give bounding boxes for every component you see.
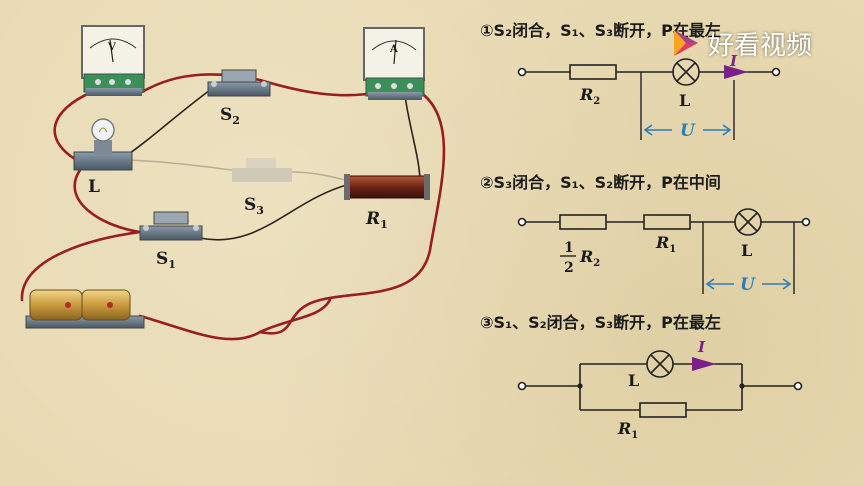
svg-text:1: 1 xyxy=(564,240,574,256)
switch-s2 xyxy=(207,69,271,97)
resistor-half-r2 xyxy=(559,214,607,230)
switch-s1 xyxy=(139,211,203,241)
battery xyxy=(25,289,145,329)
case-1-caption: ①S₂闭合，S₁、S₃断开，P在最左 xyxy=(480,21,721,40)
label-l: L xyxy=(88,177,100,197)
case-2-caption: ②S₃闭合，S₁、S₂断开，P在中间 xyxy=(480,173,721,192)
svg-text:L: L xyxy=(679,91,690,110)
case-1: ①S₂闭合，S₁、S₃断开，P在最左 I R2 L U xyxy=(480,21,781,141)
wire-voltmeter-to-ammeter xyxy=(140,73,382,97)
case-3: ③S₁、S₂闭合，S₃断开，P在最左 I L R1 xyxy=(480,313,803,441)
current-arrow xyxy=(724,65,748,79)
watermark: 好看视频 xyxy=(668,26,813,61)
wire-s1-to-rheostat xyxy=(199,183,351,241)
svg-text:A: A xyxy=(389,44,398,55)
voltage-marker xyxy=(705,278,792,290)
lamp-symbol xyxy=(672,58,700,86)
label-s1: S1 xyxy=(156,249,176,271)
ammeter: A xyxy=(363,27,425,100)
label-s2: S2 xyxy=(220,105,240,127)
svg-text:R1: R1 xyxy=(655,233,676,255)
case-3-caption: ③S₁、S₂闭合，S₃断开，P在最左 xyxy=(480,313,721,332)
svg-text:U: U xyxy=(740,275,756,295)
svg-text:2: 2 xyxy=(564,260,574,276)
resistor-r1 xyxy=(639,402,687,418)
voltage-marker xyxy=(643,124,732,136)
lamp-l xyxy=(73,118,133,171)
label-r1: R1 xyxy=(365,209,388,231)
svg-text:V: V xyxy=(107,42,116,53)
svg-text:I: I xyxy=(697,338,706,356)
resistor-r2 xyxy=(569,64,617,80)
svg-text:L: L xyxy=(741,241,752,260)
case-2: ②S₃闭合，S₁、S₂断开，P在中间 1 2 R2 R1 L U xyxy=(480,173,811,295)
svg-text:R1: R1 xyxy=(617,419,638,441)
faded-wires xyxy=(129,159,346,181)
svg-text:L: L xyxy=(628,371,639,390)
current-arrow xyxy=(692,357,716,371)
wire-ammeter-loop xyxy=(258,90,446,335)
wire-lamp-to-battery xyxy=(20,168,141,302)
svg-text:R2: R2 xyxy=(579,85,600,107)
wire-battery-to-rheostat xyxy=(138,298,332,341)
switch-s3 xyxy=(232,158,292,182)
wire-voltmeter-to-lamp xyxy=(53,90,94,164)
svg-text:I: I xyxy=(729,52,738,70)
resistor-r1 xyxy=(643,214,691,230)
voltmeter: V xyxy=(81,25,145,96)
lamp-symbol xyxy=(646,350,674,378)
wire-ammeter-to-rheostat xyxy=(404,95,421,183)
label-s3: S3 xyxy=(244,195,264,217)
wire-lamp-to-s2 xyxy=(119,89,211,161)
watermark-text: 好看视频 xyxy=(708,30,813,61)
lamp-symbol xyxy=(734,208,762,236)
svg-text:U: U xyxy=(680,121,696,141)
rheostat-r1 xyxy=(344,174,430,200)
play-logo-icon xyxy=(674,30,698,56)
svg-text:R2: R2 xyxy=(579,247,600,269)
